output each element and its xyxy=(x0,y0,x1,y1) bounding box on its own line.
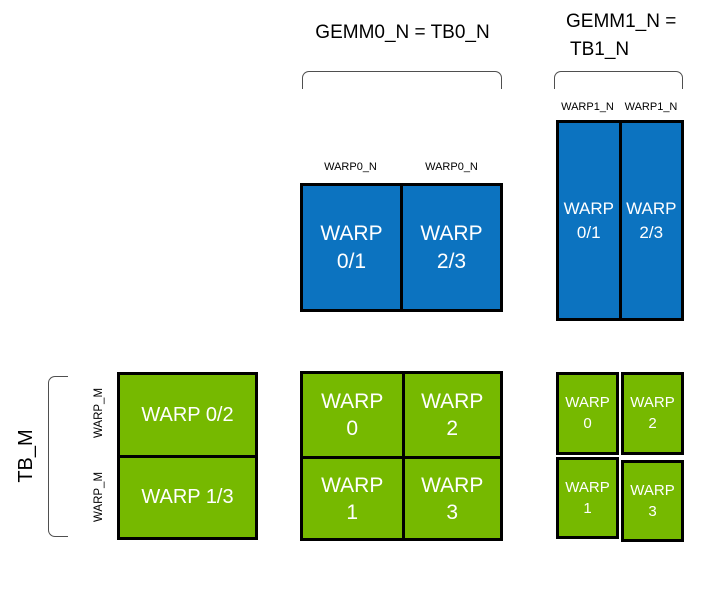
warp-cell-2: WARP 2 xyxy=(621,372,684,455)
warp-cell-ids: 2/3 xyxy=(436,249,467,273)
gemm1-title-line1: GEMM1_N = xyxy=(566,11,677,32)
warp-cell-label: WARP xyxy=(321,390,384,413)
warp-cell-0: WARP 0 xyxy=(556,372,619,455)
warp1-n-label-left: WARP1_N xyxy=(561,101,614,113)
warp-row-label: WARP 0/2 xyxy=(141,403,234,426)
tb-m-green-box: WARP 0/2 WARP 1/3 xyxy=(117,372,258,540)
warp-cell-label: WARP xyxy=(630,481,675,499)
gemm1-n-bracket xyxy=(554,71,683,89)
warp-cell-label: WARP xyxy=(563,198,614,218)
warp-row-label: WARP 1/3 xyxy=(141,486,234,509)
warp-cell-2-3: WARP 2/3 xyxy=(400,186,500,309)
warp0-n-label-left: WARP0_N xyxy=(324,161,377,173)
warp-cell-3: WARP 3 xyxy=(401,456,500,538)
warp-cell-0-1: WARP 0/1 xyxy=(303,186,400,309)
warp-cell-label: WARP xyxy=(321,473,384,497)
warp1-n-label-right: WARP1_N xyxy=(624,101,678,113)
warp-cell-id: 3 xyxy=(648,502,657,520)
gemm1-warp-grid: WARP 0 WARP 2 WARP 1 WARP 3 xyxy=(556,372,684,542)
gemm0-n-bracket xyxy=(302,71,502,89)
gemm0-title: GEMM0_N = TB0_N xyxy=(315,22,490,43)
warp-cell-id: 1 xyxy=(346,500,359,524)
warp-cell-2: WARP 2 xyxy=(401,374,500,456)
warp-cell-id: 3 xyxy=(446,500,459,524)
warp-row-1-3: WARP 1/3 xyxy=(120,454,255,537)
warp-cell-label: WARP xyxy=(421,473,484,497)
warp-cell-label: WARP xyxy=(626,198,677,218)
warp-cell-label: WARP xyxy=(565,394,610,412)
warp-cell-id: 0 xyxy=(583,415,592,433)
warp-cell-id: 2 xyxy=(648,415,657,433)
warp0-n-label-right: WARP0_N xyxy=(425,161,478,173)
warp-m-label-bottom: WARP_M xyxy=(93,471,105,523)
warp-cell-1: WARP 1 xyxy=(556,456,619,539)
warp-cell-id: 2 xyxy=(446,417,459,440)
gemm0-blue-box: WARP 0/1 WARP 2/3 xyxy=(300,183,503,312)
warp-cell-id: 0 xyxy=(346,417,359,440)
warp-cell-label: WARP xyxy=(320,221,383,245)
warp-cell-ids: 2/3 xyxy=(639,222,664,242)
warp-m-label-top: WARP_M xyxy=(93,387,105,439)
warp-row-0-2: WARP 0/2 xyxy=(120,375,255,455)
gemm0-warp-grid: WARP 0 WARP 2 WARP 1 WARP 3 xyxy=(300,371,503,541)
warp-cell-1: WARP 1 xyxy=(303,456,402,538)
warp-cell-id: 1 xyxy=(583,499,592,517)
warp-cell-2-3: WARP 2/3 xyxy=(618,123,681,318)
gemm1-blue-box: WARP 0/1 WARP 2/3 xyxy=(556,120,684,321)
gemm1-title: GEMM1_N = TB1_N xyxy=(566,8,676,64)
warp-cell-label: WARP xyxy=(630,394,675,412)
tb-m-bracket xyxy=(48,376,68,537)
warp-cell-label: WARP xyxy=(421,390,484,413)
tb-m-label: TB_M xyxy=(15,429,37,483)
warp-cell-3: WARP 3 xyxy=(621,459,684,542)
warp-cell-ids: 0/1 xyxy=(336,249,367,273)
warp-cell-0: WARP 0 xyxy=(303,374,402,456)
warp-cell-label: WARP xyxy=(420,221,483,245)
gemm1-title-line2: TB1_N xyxy=(570,39,630,60)
warp-cell-0-1: WARP 0/1 xyxy=(559,123,619,318)
warp-cell-label: WARP xyxy=(565,478,610,496)
warp-cell-ids: 0/1 xyxy=(576,222,601,242)
